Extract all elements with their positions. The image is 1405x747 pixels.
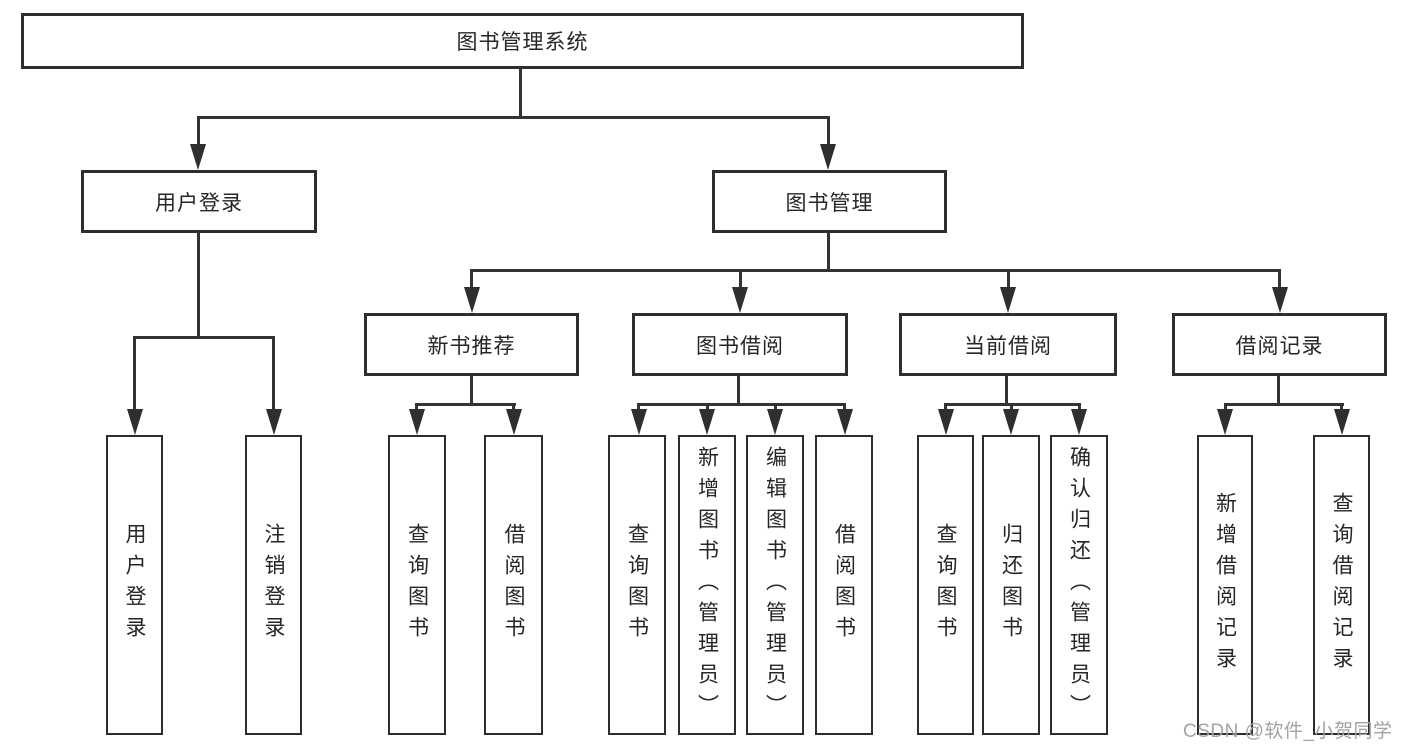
connector-bookmgmt-hline [470, 269, 1281, 272]
leaf-label: 用户登录 [123, 523, 146, 647]
leaf-label: 借阅图书 [832, 523, 856, 647]
node-book-borrow-label: 图书借阅 [696, 334, 784, 358]
connector-arrow-shaft [826, 116, 830, 146]
connector-arrow-shaft [843, 403, 846, 413]
node-user-login: 用户登录 [81, 170, 317, 233]
connector-arrow-shaft [944, 403, 947, 413]
leaf-user-login: 用户登录 [106, 435, 163, 735]
node-new-book-recommend-label: 新书推荐 [427, 334, 516, 358]
leaf-label: 查询借阅记录 [1330, 492, 1353, 678]
node-current-borrow-label: 当前借阅 [964, 334, 1052, 358]
connector-arrow-shaft [1278, 269, 1281, 289]
leaf-borrow-query-book: 查询图书 [608, 435, 666, 735]
connector-arrow-shaft [1077, 403, 1081, 413]
arrow-down-icon [1217, 409, 1233, 435]
leaf-add-book-admin: 新增图书（管理员） [678, 435, 736, 735]
leaf-borrow-book: 借阅图书 [815, 435, 873, 735]
connector-bookmgmt-vline [826, 233, 830, 272]
connector-arrow-shaft [470, 269, 473, 289]
node-new-book-recommend: 新书推荐 [364, 313, 579, 376]
leaf-label: 查询图书 [405, 523, 429, 647]
arrow-down-icon [463, 287, 480, 313]
leaf-label: 注销登录 [262, 523, 285, 647]
node-root: 图书管理系统 [21, 13, 1024, 69]
leaf-label: 查询图书 [934, 523, 957, 647]
arrow-down-icon [408, 409, 425, 435]
arrow-down-icon [126, 409, 143, 435]
node-book-borrow: 图书借阅 [632, 313, 848, 376]
node-book-management-label: 图书管理 [785, 191, 874, 215]
leaf-logout: 注销登录 [245, 435, 302, 735]
leaf-recommend-query-book: 查询图书 [388, 435, 446, 735]
leaf-confirm-return-admin: 确认归还（管理员） [1050, 435, 1108, 735]
arrow-down-icon [1003, 409, 1019, 435]
connector-arrow-shaft [1340, 403, 1343, 413]
leaf-return-book: 归还图书 [982, 435, 1040, 735]
connector-arrow-shaft [1223, 403, 1227, 413]
arrow-down-icon [937, 409, 954, 435]
connector-arrow-shaft [196, 116, 200, 146]
leaf-current-query-book: 查询图书 [917, 435, 974, 735]
arrow-down-icon [1271, 287, 1288, 313]
connector-record-vline [1276, 376, 1280, 405]
connector-recommend-vline [470, 376, 473, 405]
connector-arrow-shaft [272, 336, 275, 411]
leaf-label: 借阅图书 [502, 523, 525, 647]
arrow-down-icon [630, 409, 647, 435]
connector-arrow-shaft [705, 403, 709, 413]
arrow-down-icon [699, 409, 715, 435]
connector-recommend-hline [415, 403, 516, 406]
leaf-add-borrow-record: 新增借阅记录 [1197, 435, 1253, 735]
connector-arrow-shaft [512, 403, 515, 413]
connector-arrow-shaft [738, 269, 742, 289]
node-borrow-record-label: 借阅记录 [1235, 334, 1324, 358]
node-book-management: 图书管理 [712, 170, 947, 233]
connector-arrow-shaft [1009, 403, 1013, 413]
connector-current-hline [944, 403, 1081, 406]
leaf-edit-book-admin: 编辑图书（管理员） [746, 435, 804, 735]
arrow-down-icon [1000, 287, 1016, 313]
arrow-down-icon [265, 409, 282, 435]
arrow-down-icon [732, 287, 748, 313]
leaf-label: 编辑图书（管理员） [763, 445, 787, 725]
node-root-label: 图书管理系统 [456, 31, 589, 54]
leaf-label: 查询图书 [625, 523, 649, 647]
arrow-down-icon [505, 409, 522, 435]
arrow-down-icon [190, 144, 206, 170]
connector-arrow-shaft [133, 336, 136, 411]
arrow-down-icon [1333, 409, 1350, 435]
connector-arrow-shaft [637, 403, 640, 413]
csdn-watermark: CSDN @软件_小贺同学 [1183, 721, 1393, 742]
connector-arrow-shaft [415, 403, 418, 413]
connector-current-vline [1005, 376, 1008, 405]
connector-root-vline [518, 68, 522, 118]
arrow-down-icon [820, 144, 836, 170]
arrow-down-icon [1071, 409, 1087, 435]
leaf-label: 归还图书 [999, 523, 1023, 647]
leaf-label: 确认归还（管理员） [1067, 445, 1091, 725]
connector-root-hline [196, 116, 830, 119]
arrow-down-icon [836, 409, 853, 435]
connector-record-hline [1223, 403, 1344, 406]
connector-userlogin-hline [133, 336, 275, 339]
node-user-login-label: 用户登录 [155, 191, 243, 215]
connector-arrow-shaft [773, 403, 777, 413]
leaf-label: 新增借阅记录 [1213, 492, 1237, 678]
leaf-recommend-borrow-book: 借阅图书 [484, 435, 543, 735]
arrow-down-icon [767, 409, 783, 435]
connector-borrow-vline [737, 376, 740, 405]
leaf-label: 新增图书（管理员） [695, 445, 719, 725]
node-borrow-record: 借阅记录 [1172, 313, 1387, 376]
leaf-query-borrow-record: 查询借阅记录 [1313, 435, 1370, 735]
node-current-borrow: 当前借阅 [899, 313, 1117, 376]
connector-borrow-hline [637, 403, 846, 406]
connector-userlogin-vline [196, 233, 200, 338]
connector-arrow-shaft [1006, 269, 1010, 289]
